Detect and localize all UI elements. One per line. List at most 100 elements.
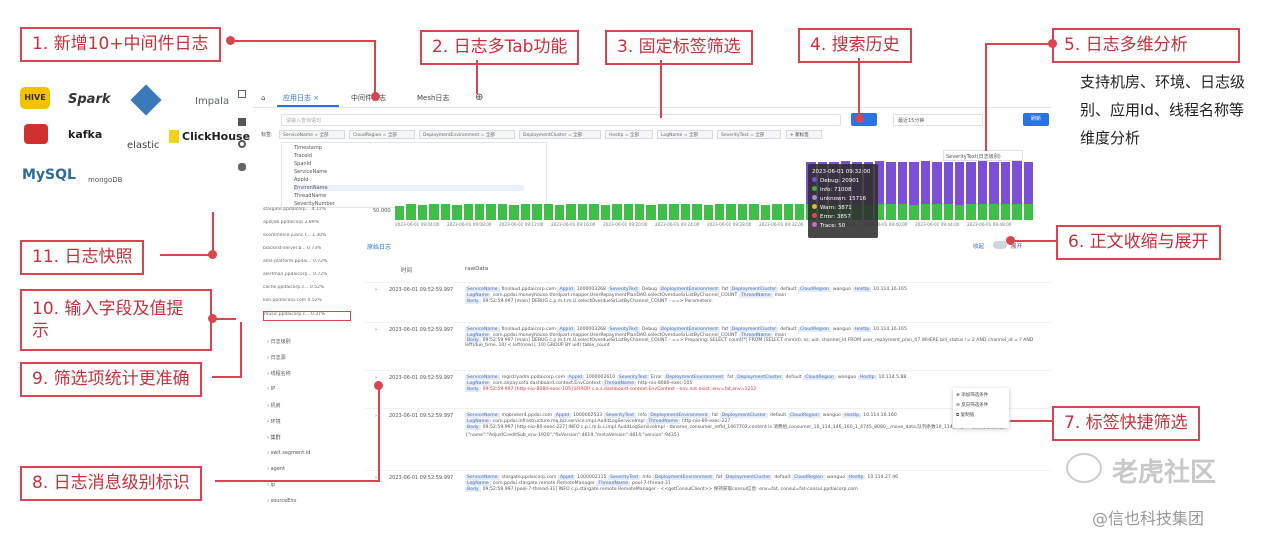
menu-exclude-filter[interactable]: ⊖ 反向筛选条件 <box>956 403 989 408</box>
info-bar[interactable] <box>657 204 668 220</box>
row-expand-icon[interactable]: › <box>375 327 377 333</box>
suggest-item[interactable]: Timestamp <box>294 145 322 151</box>
tag-filter[interactable]: HostIp = 全部 <box>605 130 653 139</box>
debug-bar[interactable] <box>1012 160 1022 204</box>
filter-section[interactable]: › IP <box>267 386 276 392</box>
info-bar[interactable] <box>475 203 485 220</box>
snapshot-item[interactable]: lion.ppdaicorp.com 0.52% <box>263 298 322 303</box>
info-bar[interactable] <box>452 205 462 220</box>
info-bar[interactable] <box>772 204 782 220</box>
snapshot-item[interactable]: music.ppdaicorp.c... 0.37% <box>263 311 351 321</box>
menu-copy-value[interactable]: ⧉ 复制值 <box>956 413 975 418</box>
info-bar[interactable] <box>886 204 896 220</box>
search-input[interactable]: 请输入查询语句 <box>281 114 841 126</box>
time-range-select[interactable]: 最近15分钟 <box>893 114 983 126</box>
snapshot-item[interactable]: alertman.ppdaicorp... 0.72% <box>263 272 328 277</box>
info-bar[interactable] <box>429 203 439 220</box>
info-bar[interactable] <box>932 204 942 220</box>
debug-bar[interactable] <box>886 161 896 205</box>
info-bar[interactable] <box>795 204 805 220</box>
filter-section[interactable]: › 机房 <box>267 403 281 409</box>
debug-bar[interactable] <box>989 161 999 205</box>
tab-app-log[interactable]: 应用日志 × <box>277 89 339 107</box>
debug-bar[interactable] <box>955 162 965 206</box>
info-bar[interactable] <box>520 203 531 220</box>
expand-label[interactable]: 展开 <box>1011 244 1023 250</box>
filter-section[interactable]: › swit.segment.id <box>267 450 311 456</box>
debug-bar[interactable] <box>932 161 942 205</box>
info-bar[interactable] <box>703 205 713 220</box>
debug-bar[interactable] <box>875 160 885 204</box>
filter-section[interactable]: › 线程名称 <box>267 371 291 377</box>
info-bar[interactable] <box>646 205 656 220</box>
menu-add-filter[interactable]: ⊕ 添加筛选条件 <box>956 393 989 398</box>
tag-filter[interactable]: CloudRegion = 全部 <box>349 130 415 139</box>
expand-toggle[interactable] <box>993 241 1007 249</box>
info-bar[interactable] <box>669 203 679 220</box>
info-bar[interactable] <box>966 204 976 220</box>
filter-section[interactable]: › agent <box>267 466 286 472</box>
suggest-item[interactable]: ThreadName <box>294 193 327 199</box>
tag-filter[interactable]: SeverityText = 全部 <box>717 130 781 139</box>
info-bar[interactable] <box>440 204 451 220</box>
tag-filter[interactable]: DeploymentEnvironment = 全部 <box>419 130 515 139</box>
row-expand-icon[interactable]: › <box>375 375 377 381</box>
tag-filter[interactable]: ServiceName = 全部 <box>279 130 345 139</box>
debug-bar[interactable] <box>966 161 976 205</box>
info-bar[interactable] <box>406 204 416 220</box>
row-expand-icon[interactable]: › <box>375 413 377 419</box>
filter-section[interactable]: › ip <box>267 482 276 488</box>
row-expand-icon[interactable]: › <box>375 287 377 293</box>
info-bar[interactable] <box>909 205 919 220</box>
suggest-item[interactable]: SeverityNumber <box>294 201 335 207</box>
tab-middleware-log[interactable]: 中间件日志 <box>345 89 407 107</box>
info-bar[interactable] <box>612 204 622 220</box>
suggest-item[interactable]: EnvironName <box>294 185 524 191</box>
info-bar[interactable] <box>635 204 645 220</box>
info-bar[interactable] <box>1023 204 1033 220</box>
info-bar[interactable] <box>680 204 691 220</box>
info-bar[interactable] <box>737 204 748 220</box>
debug-bar[interactable] <box>943 161 953 205</box>
collapse-label[interactable]: 收起 <box>973 244 985 250</box>
info-bar[interactable] <box>875 203 885 220</box>
debug-bar[interactable] <box>977 160 988 204</box>
snapshot-item[interactable]: stargate.ppdaicorp... 4.11% <box>263 207 326 212</box>
suggest-item[interactable]: TraceId <box>294 153 312 159</box>
debug-bar[interactable] <box>920 160 931 204</box>
info-bar[interactable] <box>715 204 725 220</box>
snapshot-item[interactable]: ecommerce.juanc.t... 1.30% <box>263 233 327 238</box>
add-tag-button[interactable]: + 新标签 <box>786 130 822 139</box>
filter-section[interactable]: › 集群 <box>267 435 281 441</box>
refresh-button[interactable]: 刷新 <box>1023 113 1049 126</box>
